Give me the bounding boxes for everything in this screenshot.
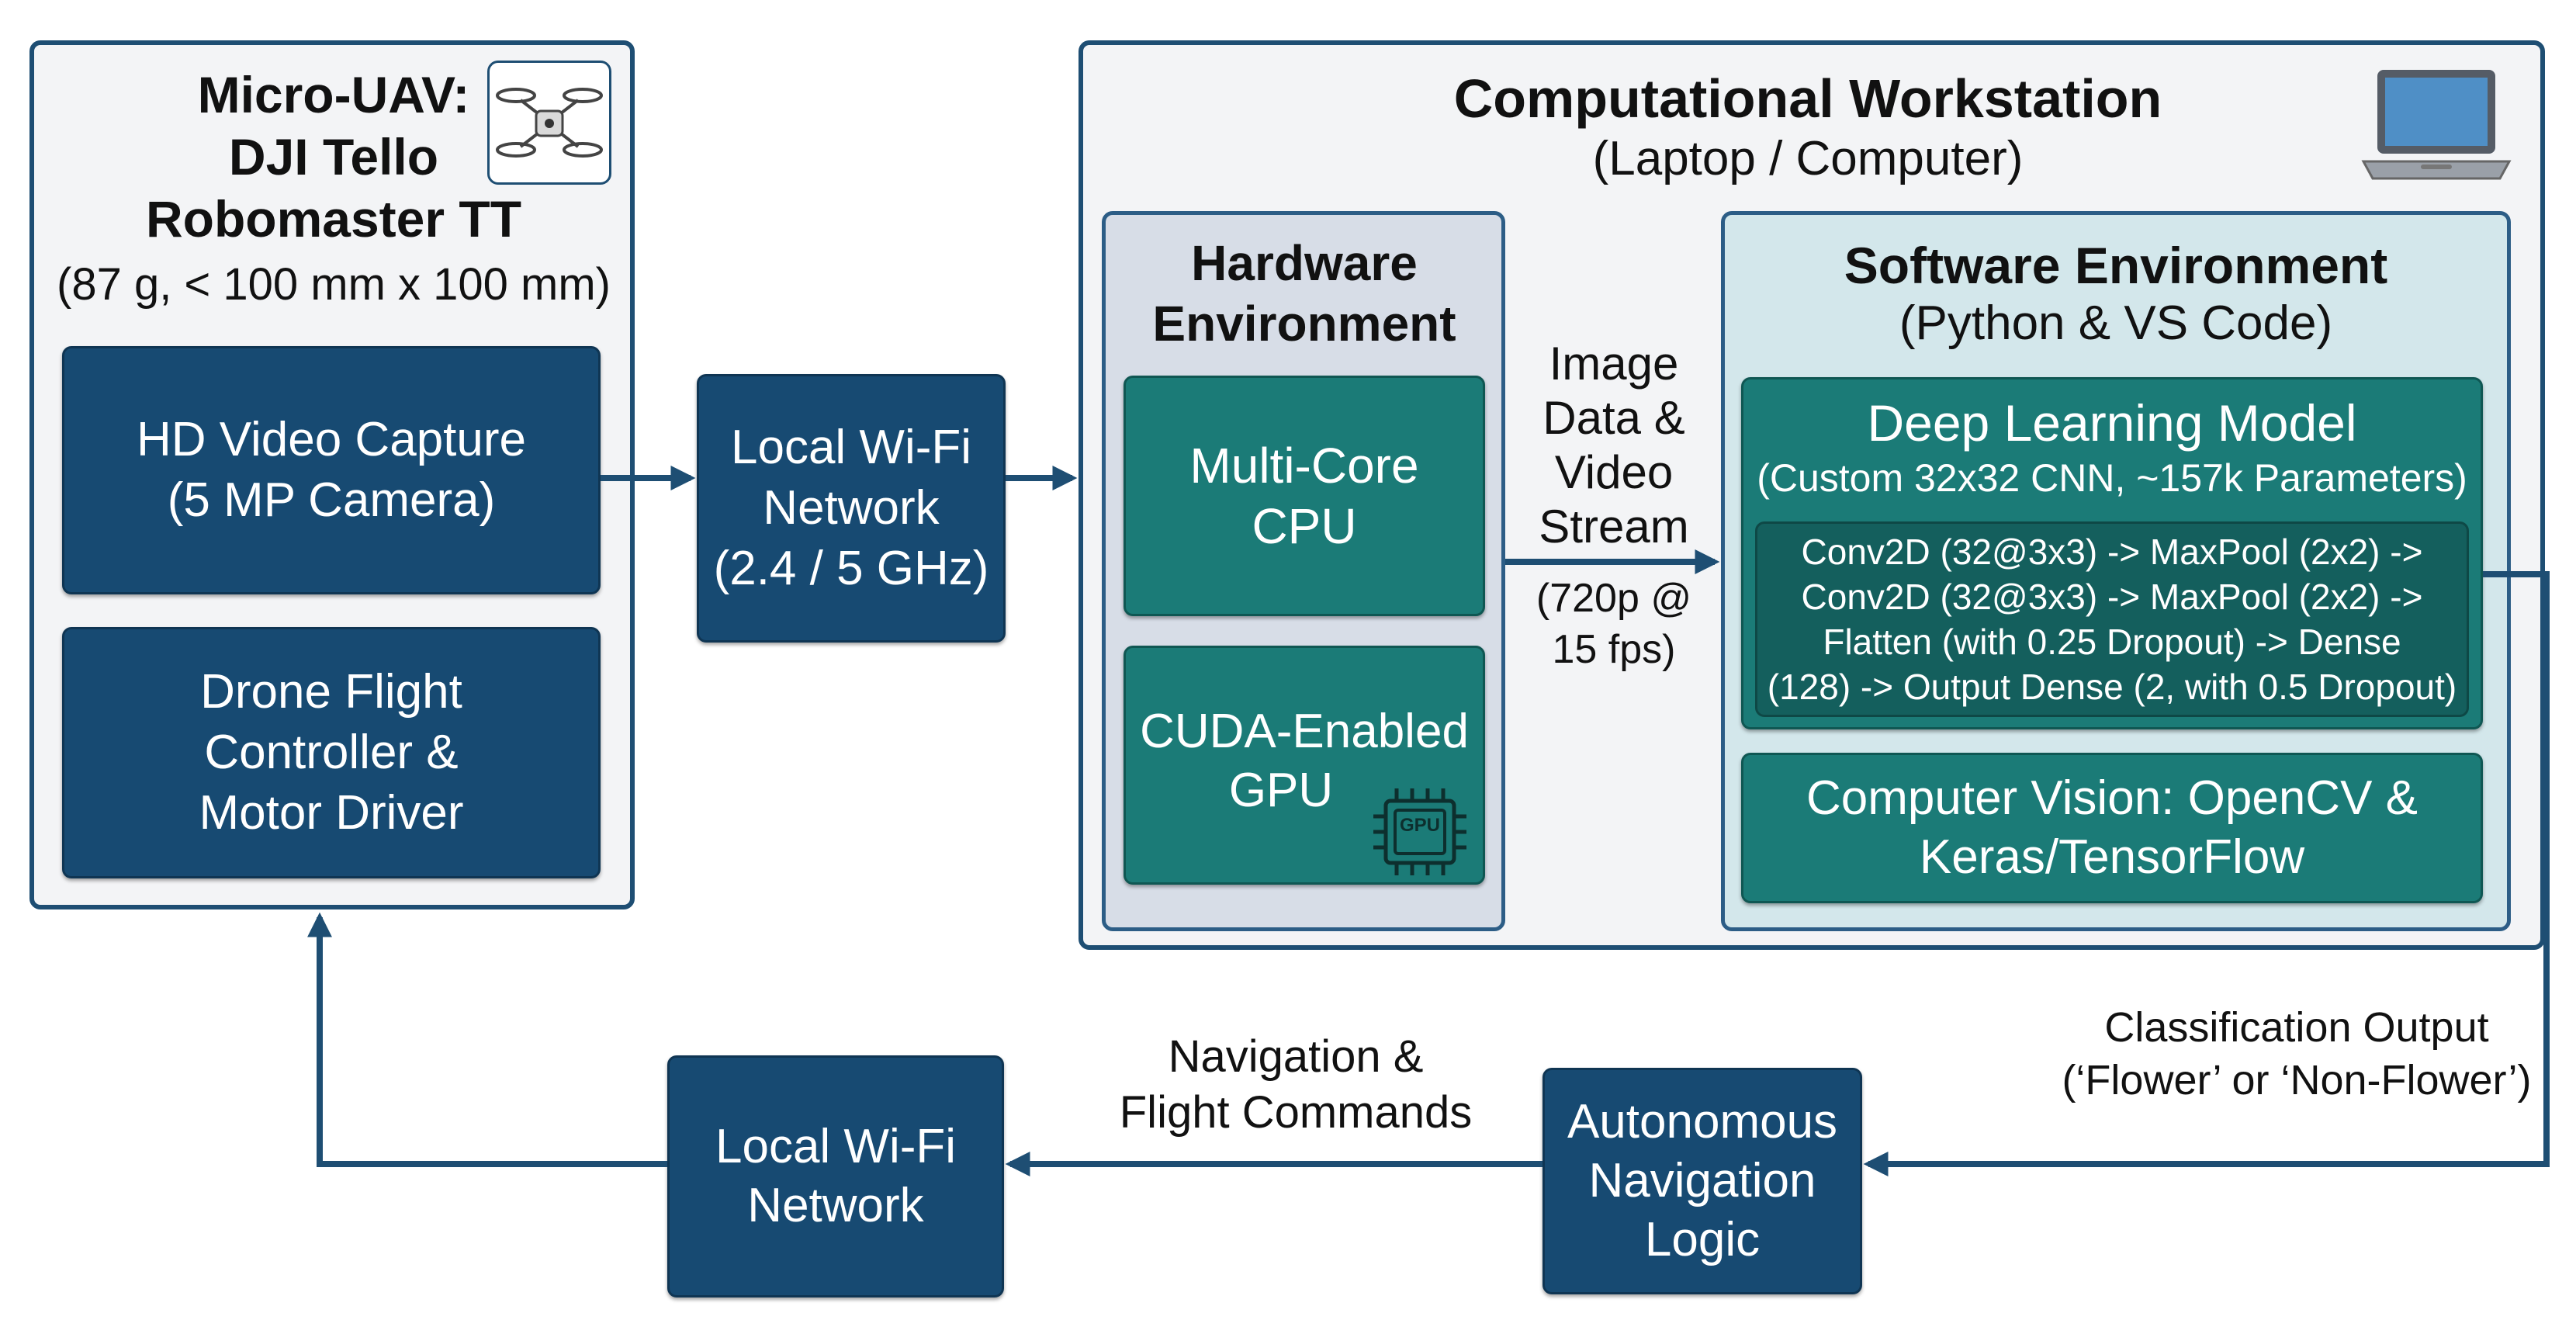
laptop-icon xyxy=(2359,65,2514,189)
image-data-stream-label: Image Data & Video Stream xyxy=(1507,337,1721,554)
gpu-chip-icon xyxy=(1366,782,1482,882)
uav-spec: (87 g, < 100 mm x 100 mm) xyxy=(57,259,611,310)
cv-line: Keras/TensorFlow xyxy=(1919,830,2305,884)
hd-video-capture-box: HD Video Capture (5 MP Camera) xyxy=(62,346,601,594)
cpu-box: Multi-Core CPU xyxy=(1124,376,1485,616)
cpu-line: Multi-Core xyxy=(1189,438,1419,494)
cnn-architecture-box: Conv2D (32@3x3) -> MaxPool (2x2) -> Conv… xyxy=(1755,521,2469,717)
gpu-chip-label: GPU xyxy=(1399,815,1440,836)
flight-line: Drone Flight xyxy=(200,665,462,719)
software-subtitle: (Python & VS Code) xyxy=(1899,296,2333,350)
stream-rate-label: (720p @ 15 fps) xyxy=(1507,573,1721,675)
classification-line: Classification Output xyxy=(2104,1004,2489,1051)
wifi-network-bottom-box: Local Wi-Fi Network xyxy=(667,1055,1004,1297)
hardware-title-line: Environment xyxy=(1152,296,1456,352)
stream-line: Image xyxy=(1549,338,1679,390)
arch-line: Conv2D (32@3x3) -> MaxPool (2x2) -> xyxy=(1801,577,2423,617)
wifi-top-line: (2.4 / 5 GHz) xyxy=(713,542,989,595)
software-title: Software Environment xyxy=(1844,237,2388,294)
autonomous-line: Autonomous xyxy=(1567,1095,1838,1149)
wifi-top-line: Network xyxy=(763,481,940,535)
arch-line: (128) -> Output Dense (2, with 0.5 Dropo… xyxy=(1767,667,2457,707)
gpu-line: GPU xyxy=(1228,764,1334,817)
workstation-title: Computational Workstation xyxy=(1453,68,2162,129)
stream-rate-line: 15 fps) xyxy=(1552,627,1676,672)
hardware-title-line: Hardware xyxy=(1191,235,1418,291)
stream-line: Video xyxy=(1554,446,1674,498)
stream-line: Stream xyxy=(1539,501,1689,553)
arch-line: Conv2D (32@3x3) -> MaxPool (2x2) -> xyxy=(1801,532,2423,572)
cv-line: Computer Vision: OpenCV & xyxy=(1806,771,2418,825)
wifi-bottom-line: Network xyxy=(747,1179,924,1232)
arrow-wifi-to-flight-controller xyxy=(307,912,667,1167)
wifi-bottom-line: Local Wi-Fi xyxy=(715,1120,957,1173)
autonomous-navigation-box: Autonomous Navigation Logic xyxy=(1542,1068,1862,1294)
arrow-model-to-autonomous xyxy=(1863,571,2550,1176)
gpu-line: CUDA-Enabled xyxy=(1140,705,1469,758)
nav-label-line: Flight Commands xyxy=(1119,1087,1473,1138)
uav-title-line: Robomaster TT xyxy=(145,190,522,248)
drone-icon xyxy=(487,61,611,185)
arch-line: Flatten (with 0.25 Dropout) -> Dense xyxy=(1823,622,2401,662)
uav-title: Micro-UAV: DJI Tello Robomaster TT xyxy=(124,64,543,250)
autonomous-line: Logic xyxy=(1644,1213,1761,1266)
classification-output-label: Classification Output (‘Flower’ or ‘Non-… xyxy=(2041,1001,2553,1107)
hardware-title: Hardware Environment xyxy=(1108,233,1501,354)
navigation-commands-label: Navigation & Flight Commands xyxy=(1086,1029,1505,1141)
stream-line: Data & xyxy=(1542,392,1685,444)
wifi-top-line: Local Wi-Fi xyxy=(730,421,972,474)
flight-controller-box: Drone Flight Controller & Motor Driver xyxy=(62,627,601,878)
classification-line: (‘Flower’ or ‘Non-Flower’) xyxy=(2062,1057,2532,1103)
autonomous-line: Navigation xyxy=(1588,1154,1816,1207)
model-title: Deep Learning Model xyxy=(1867,394,2357,452)
computer-vision-box: Computer Vision: OpenCV & Keras/TensorFl… xyxy=(1741,753,2483,903)
nav-label-line: Navigation & xyxy=(1168,1031,1424,1082)
uav-title-line: DJI Tello xyxy=(228,128,439,185)
flight-line: Motor Driver xyxy=(199,786,464,840)
camera-line: (5 MP Camera) xyxy=(167,473,496,527)
workstation-subtitle: (Laptop / Computer) xyxy=(1592,132,2024,185)
stream-rate-line: (720p @ xyxy=(1536,576,1692,621)
cpu-line: CPU xyxy=(1252,498,1357,554)
camera-line: HD Video Capture xyxy=(136,413,527,466)
model-subtitle: (Custom 32x32 CNN, ~157k Parameters) xyxy=(1757,456,2467,500)
flight-line: Controller & xyxy=(204,726,459,779)
wifi-network-top-box: Local Wi-Fi Network (2.4 / 5 GHz) xyxy=(697,374,1006,643)
uav-title-line: Micro-UAV: xyxy=(197,66,470,123)
